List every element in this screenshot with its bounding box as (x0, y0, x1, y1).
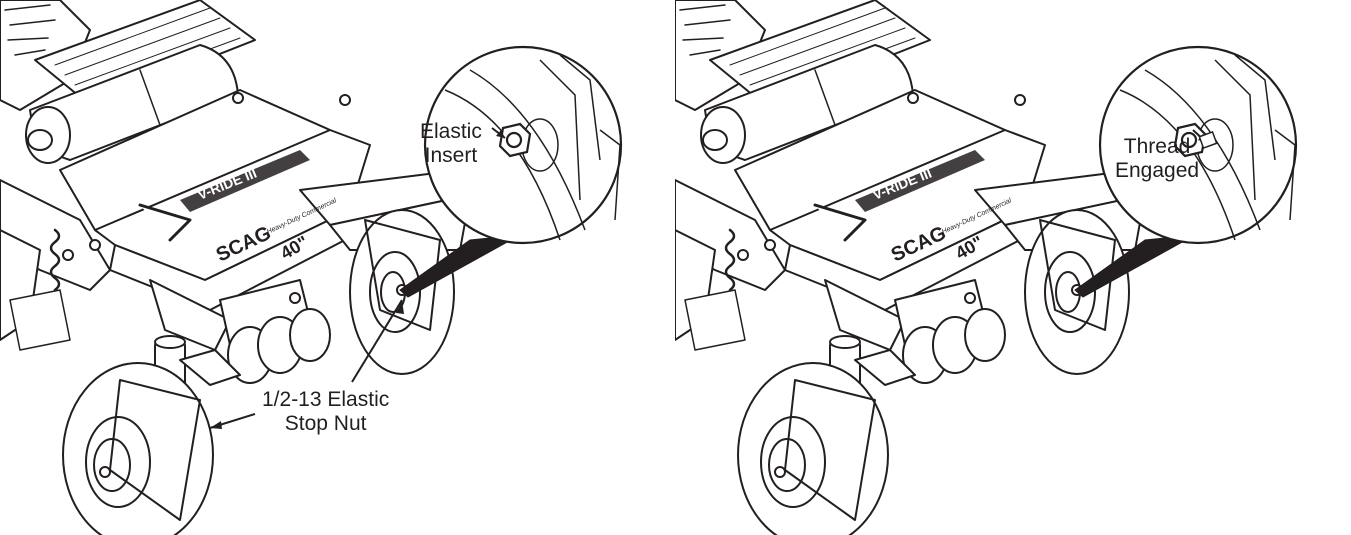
wheel-arrowhead (210, 421, 222, 429)
callout-stop-nut-line2: Stop Nut (284, 412, 367, 435)
insert-arrowhead (496, 130, 505, 138)
mower-illustration-left: SCAG Heavy-Duty Commercial V-RIDE III 40… (0, 0, 623, 535)
callout-thread-engaged-line2: Engaged (1115, 159, 1200, 182)
right-panel: SCAG Heavy-Duty Commercial V-RIDE III 40… (675, 0, 1351, 535)
mower-illustration-right: SCAG Heavy-Duty Commercial V-RIDE III 40… (675, 0, 1298, 535)
thread-stub (1198, 131, 1218, 149)
nut-arrowhead (396, 300, 404, 314)
callout-elastic-insert-line2: Insert (424, 144, 478, 167)
nut-arrow (351, 299, 403, 383)
callout-elastic-insert: Elastic Insert (420, 120, 482, 168)
callout-stop-nut-line1: 1/2-13 Elastic (262, 388, 390, 411)
callout-elastic-insert-line1: Elastic (420, 120, 482, 143)
callout-stop-nut: 1/2-13 Elastic Stop Nut (262, 388, 389, 436)
left-panel: SCAG Heavy-Duty Commercial V-RIDE III 40… (0, 0, 623, 535)
callout-thread-engaged-line1: Thread (1123, 135, 1191, 158)
callout-thread-engaged: Thread Engaged (1115, 135, 1199, 183)
